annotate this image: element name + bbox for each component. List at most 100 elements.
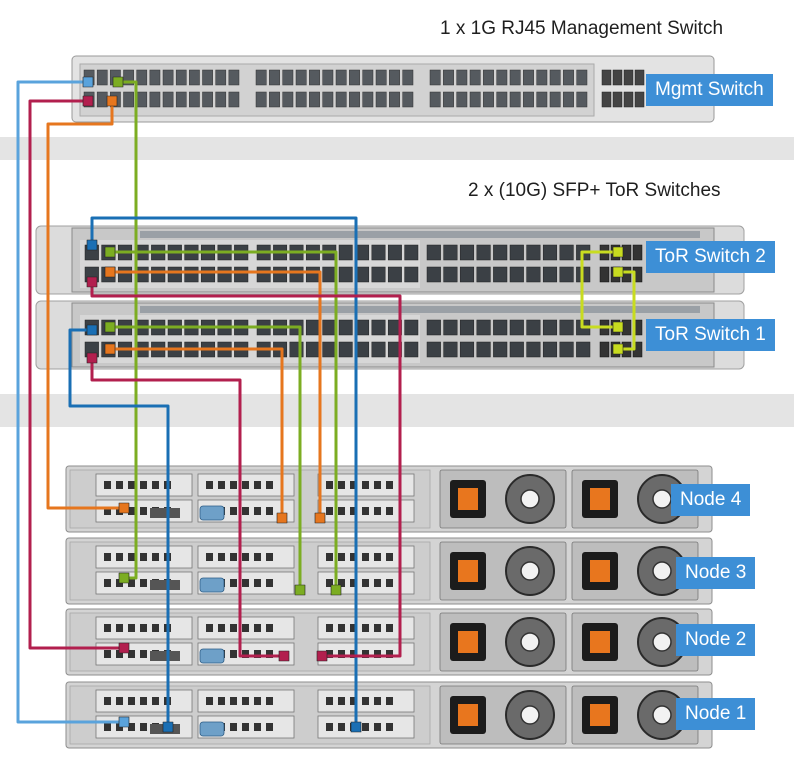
slot-vent-icon — [338, 579, 345, 587]
rj45-port-icon — [389, 91, 400, 108]
sfp-port-icon — [459, 319, 475, 336]
cable-connector-icon — [82, 95, 94, 107]
slot-vent-icon — [104, 553, 111, 561]
sfp-port-icon — [217, 266, 232, 283]
fan-hub-icon — [652, 705, 672, 725]
node-3-label: Node 3 — [676, 557, 756, 589]
rj45-port-icon — [228, 69, 240, 86]
slot-vent-icon — [140, 553, 147, 561]
slot-vent-icon — [338, 650, 345, 658]
slot-vent-icon — [374, 697, 381, 705]
rj45-port-icon — [483, 69, 494, 86]
cable-mgmt-node4 — [46, 99, 126, 510]
sfp-port-icon — [256, 266, 271, 283]
slot-vent-icon — [326, 650, 333, 658]
slot-vent-icon — [140, 650, 147, 658]
tor-switch-1-label: ToR Switch 1 — [646, 319, 775, 351]
cable-connector-icon — [294, 584, 306, 596]
rj45-port-icon — [362, 91, 374, 108]
slot-vent-icon — [242, 650, 249, 658]
slot-vent-icon — [104, 507, 111, 515]
sfp-port-icon — [404, 266, 419, 283]
cable-connector-icon — [118, 642, 130, 654]
rj45-port-icon — [123, 69, 134, 86]
rj45-port-icon — [136, 91, 148, 108]
cable-connector-icon — [118, 502, 130, 514]
sfp-port-icon — [542, 319, 558, 336]
slot-vent-icon — [266, 553, 273, 561]
slot-vent-icon — [350, 650, 357, 658]
sfp-port-icon — [526, 244, 541, 261]
sfp-port-icon — [493, 244, 508, 261]
sfp-port-icon — [526, 266, 541, 283]
slot-vent-icon — [104, 624, 111, 632]
sfp-port-icon — [559, 341, 574, 358]
slot-vent-icon — [338, 723, 345, 731]
slot-vent-icon — [254, 579, 261, 587]
rj45-port-icon — [295, 91, 307, 108]
power-socket-pins-icon — [590, 560, 610, 582]
tor-switch-1 — [35, 300, 745, 370]
rj45-port-icon — [389, 69, 400, 86]
slot-vent-icon — [350, 507, 357, 515]
slot-vent-icon — [350, 553, 357, 561]
cable-connector-icon — [86, 239, 98, 251]
sfp-port-icon — [459, 341, 475, 358]
node-1-label: Node 1 — [676, 698, 756, 730]
rj45-port-icon — [349, 91, 360, 108]
sfp-port-icon — [493, 319, 508, 336]
slot-vent-icon — [266, 507, 273, 515]
slot-vent-icon — [242, 624, 249, 632]
slot-vent-icon — [116, 553, 123, 561]
sfp-port-icon — [426, 244, 441, 261]
cable-tor-interconnect-b — [616, 270, 636, 351]
slot-vent-icon — [230, 507, 237, 515]
cable-connector-icon — [330, 584, 342, 596]
cable-connector-icon — [612, 343, 624, 355]
sfp-port-icon — [167, 266, 182, 283]
sfp-port-icon — [426, 319, 441, 336]
rj45-port-icon — [175, 91, 187, 108]
rj45-port-icon — [576, 69, 588, 86]
rj45-port-icon — [563, 91, 574, 108]
rj45-port-icon — [123, 91, 134, 108]
rj45-port-icon — [402, 69, 414, 86]
sfp-port-icon — [338, 341, 353, 358]
devices-layer — [35, 55, 745, 749]
cable-connector-icon — [112, 76, 124, 88]
vga-port-icon — [199, 721, 225, 737]
power-socket-pins-icon — [458, 704, 478, 726]
slot-vent-icon — [386, 553, 393, 561]
node-1 — [65, 681, 713, 749]
rj45-port-icon — [322, 91, 334, 108]
sfp-port-icon — [632, 244, 643, 261]
power-socket-pins-icon — [458, 488, 478, 510]
slot-vent-icon — [386, 624, 393, 632]
slot-vent-icon — [218, 697, 225, 705]
cable-connector-icon — [612, 266, 624, 278]
slot-vent-icon — [128, 579, 135, 587]
fan-hub-icon — [520, 632, 540, 652]
sfp-port-icon — [509, 341, 524, 358]
sfp-port-icon — [371, 319, 386, 336]
sfp-port-icon — [234, 266, 249, 283]
cable-connector-icon — [106, 95, 118, 107]
rj45-port-icon — [536, 91, 548, 108]
rj45-port-icon — [429, 69, 441, 86]
sfp-port-icon — [509, 244, 524, 261]
sfp-port-icon — [476, 244, 491, 261]
sfp-port-icon — [371, 266, 386, 283]
slot-vent-icon — [242, 723, 249, 731]
sfp-port-icon — [634, 69, 645, 86]
sfp-port-icon — [559, 244, 574, 261]
rj45-port-icon — [202, 91, 213, 108]
sfp-port-icon — [322, 319, 337, 336]
slot-vent-icon — [374, 507, 381, 515]
slot-vent-icon — [116, 697, 123, 705]
slot-vent-icon — [242, 579, 249, 587]
sfp-port-icon — [404, 341, 419, 358]
rj45-port-icon — [309, 91, 320, 108]
cable-mgmt-node2 — [28, 99, 126, 650]
sfp-port-icon — [338, 319, 353, 336]
cable-tor1-node1-b — [68, 328, 170, 729]
